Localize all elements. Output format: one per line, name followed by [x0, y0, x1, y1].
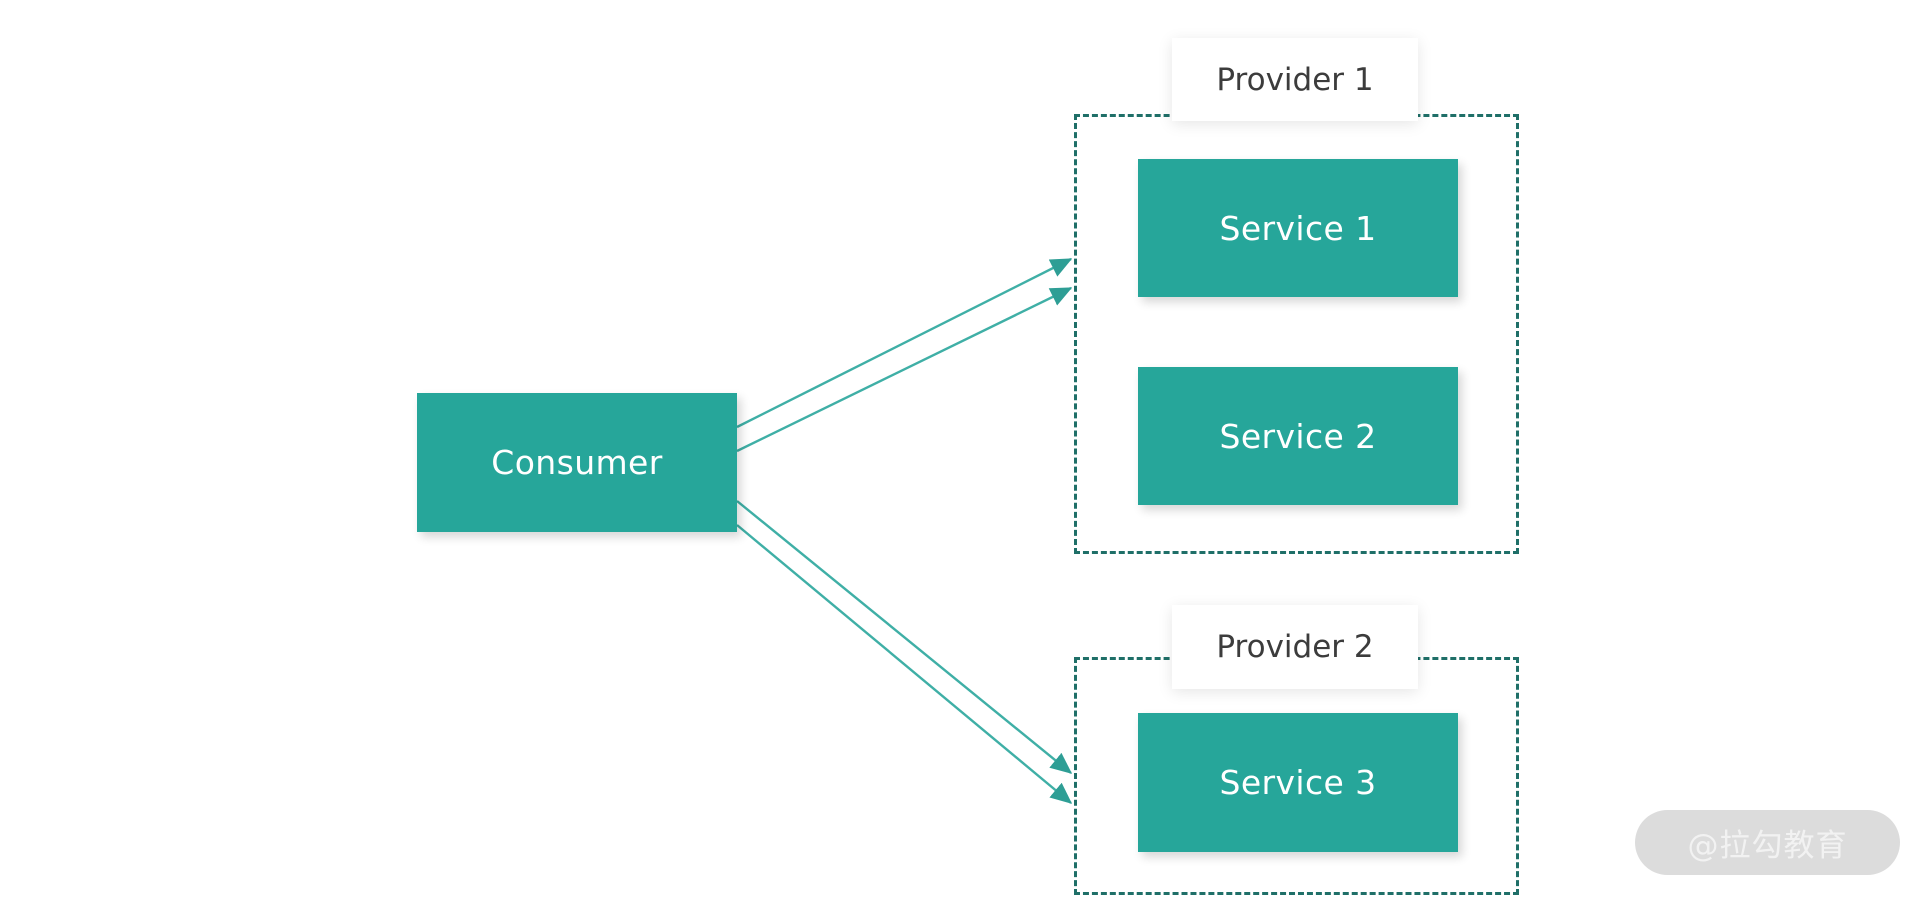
group-title-card-provider-1: Provider 1 — [1172, 38, 1418, 121]
node-consumer-label: Consumer — [491, 443, 663, 482]
group-title-card-provider-2: Provider 2 — [1172, 605, 1418, 689]
node-service-2-label: Service 2 — [1219, 416, 1377, 456]
node-service-3-label: Service 3 — [1219, 763, 1377, 802]
connector-consumer-to-provider-2-b — [736, 524, 1073, 804]
watermark-badge: @拉勾教育 — [1635, 810, 1900, 875]
node-service-1-label: Service 1 — [1219, 208, 1377, 248]
node-service-3[interactable]: Service 3 — [1138, 713, 1458, 852]
node-consumer[interactable]: Consumer — [417, 393, 737, 532]
node-service-1[interactable]: Service 1 — [1138, 159, 1458, 297]
connector-consumer-to-provider-1-a — [736, 257, 1073, 429]
group-title-provider-2-label: Provider 2 — [1216, 629, 1374, 665]
group-title-provider-1-label: Provider 1 — [1216, 61, 1374, 98]
watermark-text: @拉勾教育 — [1687, 828, 1848, 864]
node-service-2[interactable]: Service 2 — [1138, 367, 1458, 505]
connector-consumer-to-provider-1-b — [736, 286, 1073, 453]
connector-consumer-to-provider-2-a — [736, 500, 1073, 774]
